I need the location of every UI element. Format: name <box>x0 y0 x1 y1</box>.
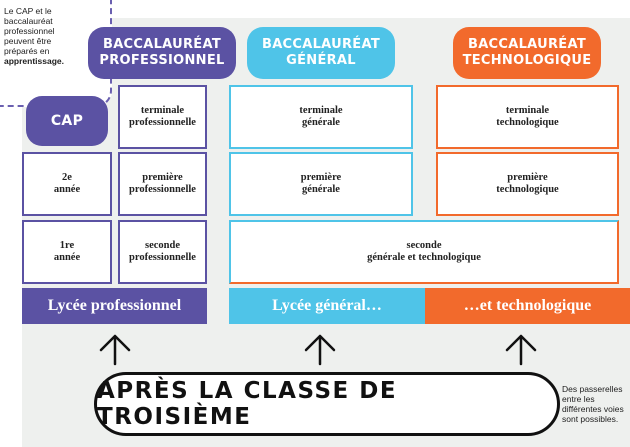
bar-lycee-general-label: Lycée général… <box>272 297 382 314</box>
cell-premiere-generale-label: première générale <box>300 171 342 196</box>
cell-terminale-techno-label: terminale technologique <box>496 104 559 129</box>
arrow-up-icon <box>304 334 336 366</box>
arrow-up-icon <box>99 334 131 366</box>
cell-premiere-pro: première professionnelle <box>118 152 207 216</box>
note-bold: apprentissage. <box>4 56 64 66</box>
header-cap: CAP <box>26 96 108 146</box>
bar-lycee-techno-label: …et technologique <box>463 297 592 314</box>
cell-cap-2e-annee-label: 2e année <box>53 171 81 196</box>
side-note: Des passerelles entre les différentes vo… <box>562 384 624 424</box>
arrow-up-icon <box>505 334 537 366</box>
header-bac-pro: BACCALAURÉAT PROFESSIONNEL <box>88 27 236 79</box>
cell-terminale-techno: terminale technologique <box>436 85 619 149</box>
cell-premiere-generale: première générale <box>229 152 413 216</box>
header-bac-general: BACCALAURÉAT GÉNÉRAL <box>247 27 395 79</box>
cell-terminale-generale: terminale générale <box>229 85 413 149</box>
bar-lycee-general: Lycée général… <box>229 288 425 324</box>
header-bac-general-label: BACCALAURÉAT GÉNÉRAL <box>261 37 381 68</box>
bar-lycee-pro: Lycée professionnel <box>22 288 207 324</box>
cell-terminale-generale-label: terminale générale <box>299 104 343 129</box>
cell-seconde-pro-label: seconde professionnelle <box>129 239 196 264</box>
cell-cap-1re-annee-label: 1re année <box>53 239 81 264</box>
header-bac-techno: BACCALAURÉAT TECHNOLOGIQUE <box>453 27 601 79</box>
bar-lycee-pro-label: Lycée professionnel <box>47 297 182 314</box>
cell-seconde-gt-label: seconde générale et technologique <box>367 239 481 264</box>
note-text: Le CAP et le baccalauréat professionnel … <box>4 6 55 56</box>
cell-premiere-techno-label: première technologique <box>496 171 559 196</box>
header-bac-techno-label: BACCALAURÉAT TECHNOLOGIQUE <box>462 37 592 68</box>
cell-premiere-pro-label: première professionnelle <box>129 171 196 196</box>
cell-cap-1re-annee: 1re année <box>22 220 112 284</box>
bar-lycee-techno: …et technologique <box>425 288 630 324</box>
cell-seconde-pro: seconde professionnelle <box>118 220 207 284</box>
cell-cap-2e-annee: 2e année <box>22 152 112 216</box>
cell-terminale-pro: terminale professionnelle <box>118 85 207 149</box>
cell-terminale-pro-label: terminale professionnelle <box>129 104 196 129</box>
cell-seconde-gt: seconde générale et technologique <box>229 220 619 284</box>
header-bac-pro-label: BACCALAURÉAT PROFESSIONNEL <box>99 37 225 68</box>
cell-premiere-techno: première technologique <box>436 152 619 216</box>
main-title-box: APRÈS LA CLASSE DE TROISIÈME <box>94 372 560 436</box>
header-cap-label: CAP <box>50 113 84 129</box>
main-title: APRÈS LA CLASSE DE TROISIÈME <box>97 378 398 430</box>
